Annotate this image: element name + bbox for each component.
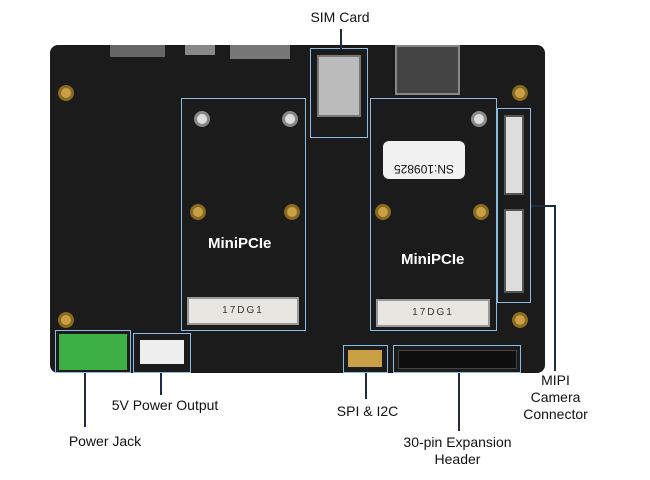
mipi-label: MIPI Camera Connector	[508, 372, 603, 423]
mipi-highlight	[497, 108, 531, 303]
label-line: Header	[434, 451, 481, 467]
mount-hole	[194, 111, 210, 127]
leader-line	[365, 373, 367, 399]
label-line: Camera	[530, 389, 581, 405]
minipcie-left-highlight: MiniPCIe 17DG1	[181, 98, 306, 331]
mount-hole	[284, 204, 300, 220]
spi-i2c-label: SPI & I2C	[336, 403, 399, 419]
usb-c-port	[185, 45, 215, 55]
minipcie-left-label: MiniPCIe	[208, 235, 272, 252]
mount-hole	[58, 85, 74, 101]
mipi-connector	[504, 115, 524, 195]
mount-hole	[471, 111, 487, 127]
power-output-label: 5V Power Output	[111, 397, 219, 413]
spi-i2c-pins	[348, 350, 382, 367]
serial-sticker: SN:109825	[383, 141, 465, 179]
label-line: MIPI	[541, 372, 570, 388]
power-jack-label: Power Jack	[68, 433, 142, 449]
power-output-highlight	[133, 333, 191, 373]
leader-line	[554, 205, 556, 371]
expansion-header	[398, 350, 517, 369]
mount-hole	[512, 85, 528, 101]
mount-hole	[512, 312, 528, 328]
minipcie-slot: 17DG1	[376, 299, 490, 327]
sim-card-highlight	[310, 48, 368, 138]
leader-line	[84, 373, 86, 427]
spi-i2c-highlight	[343, 345, 388, 373]
leader-line	[458, 373, 460, 431]
leader-line	[160, 373, 162, 395]
mount-hole	[190, 204, 206, 220]
expansion-header-highlight	[393, 345, 521, 373]
sim-card-label: SIM Card	[310, 9, 370, 25]
usb-port	[110, 45, 165, 57]
mount-hole	[282, 111, 298, 127]
label-line: 30-pin Expansion	[403, 434, 512, 450]
hdmi-port	[230, 45, 290, 59]
power-jack	[59, 334, 127, 370]
mount-hole	[473, 204, 489, 220]
ethernet-port	[395, 45, 460, 95]
minipcie-right-highlight: SN:109825 MiniPCIe 17DG1	[370, 98, 497, 331]
mount-hole	[58, 312, 74, 328]
sim-slot	[317, 55, 361, 117]
minipcie-slot: 17DG1	[187, 297, 299, 325]
expansion-header-label: 30-pin Expansion Header	[385, 434, 530, 468]
label-line: Connector	[523, 406, 588, 422]
leader-line	[340, 29, 342, 49]
minipcie-right-label: MiniPCIe	[401, 251, 465, 268]
mipi-connector	[504, 209, 524, 293]
mount-hole	[375, 204, 391, 220]
power-output-connector	[140, 340, 184, 364]
power-jack-highlight	[55, 330, 131, 373]
leader-line	[531, 205, 556, 207]
